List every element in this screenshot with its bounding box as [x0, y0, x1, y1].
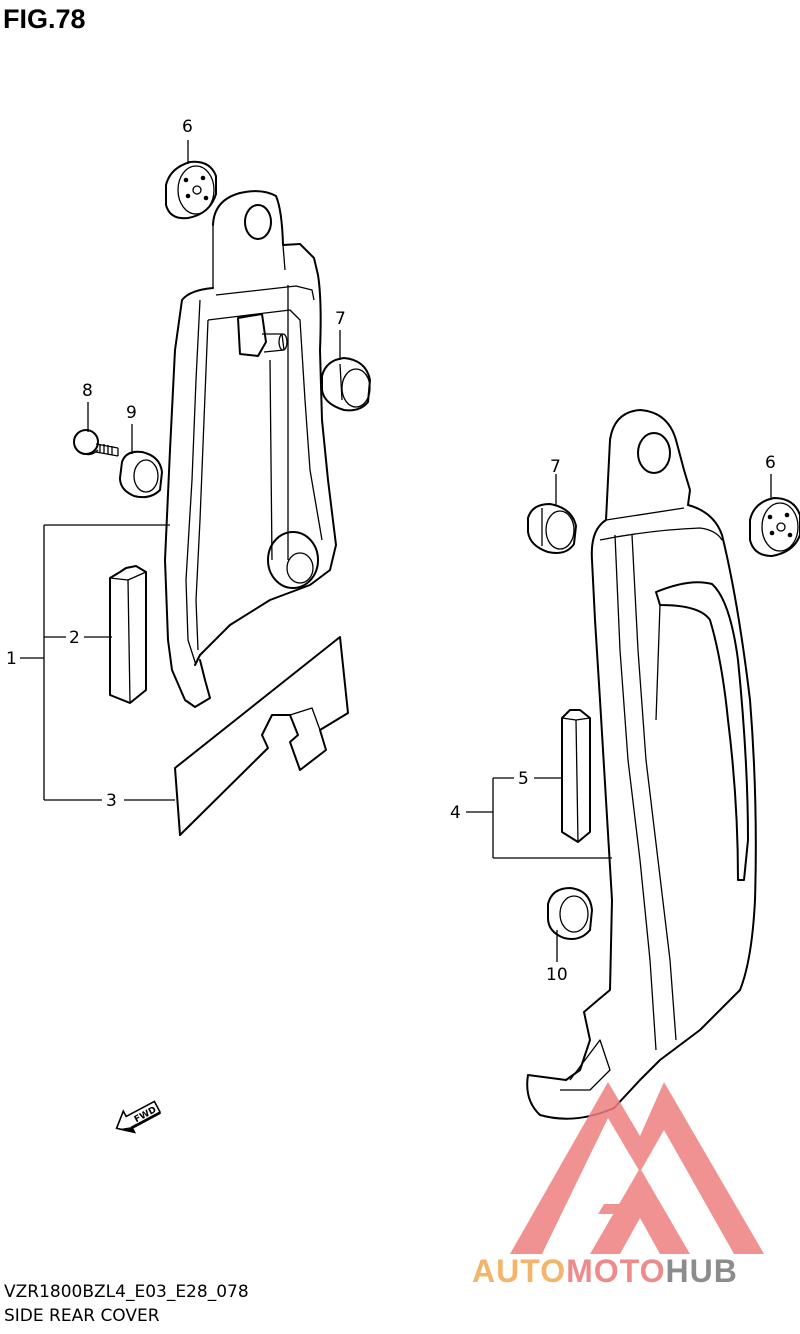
callout-9: 9 [126, 403, 137, 423]
callout-3: 3 [106, 791, 117, 811]
callout-5: 5 [518, 769, 529, 789]
part-9-collar [119, 450, 163, 499]
watermark-auto: AUTO [472, 1253, 566, 1289]
callout-10: 10 [546, 965, 568, 985]
callout-4: 4 [450, 803, 461, 823]
part-5-cushion [561, 709, 591, 843]
callout-2: 2 [69, 628, 80, 648]
right-side-cover [526, 409, 757, 1120]
part-6-grommet-right [749, 497, 800, 557]
part-6-grommet-left [165, 160, 217, 220]
callout-7-left: 7 [335, 309, 346, 329]
leader-lines [20, 140, 772, 962]
part-7-grommet-left [321, 357, 371, 412]
figure-title: FIG.78 [3, 4, 86, 34]
part-2-cushion [109, 565, 147, 704]
callout-7-right: 7 [550, 457, 561, 477]
callout-6-right: 6 [765, 453, 776, 473]
watermark-text: AUTOMOTOHUB [472, 1253, 738, 1289]
model-code: VZR1800BZL4_E03_E28_078 [4, 1282, 249, 1302]
callout-1: 1 [6, 649, 17, 669]
callout-8: 8 [82, 381, 93, 401]
part-10-grommet [547, 887, 593, 940]
left-side-cover [164, 190, 337, 708]
part-3-plate [174, 636, 349, 836]
forward-arrow-icon: FWD [115, 1100, 162, 1134]
watermark-logo-icon [510, 1082, 764, 1254]
part-8-screw [73, 429, 119, 457]
callout-labels: 1 2 3 4 5 6 6 7 7 8 9 10 [6, 117, 776, 985]
part-7-grommet-right [527, 503, 577, 554]
section-title: SIDE REAR COVER [4, 1306, 160, 1326]
watermark-hub: HUB [665, 1253, 737, 1289]
watermark-moto: MOTO [566, 1253, 665, 1289]
callout-6-left: 6 [182, 117, 193, 137]
